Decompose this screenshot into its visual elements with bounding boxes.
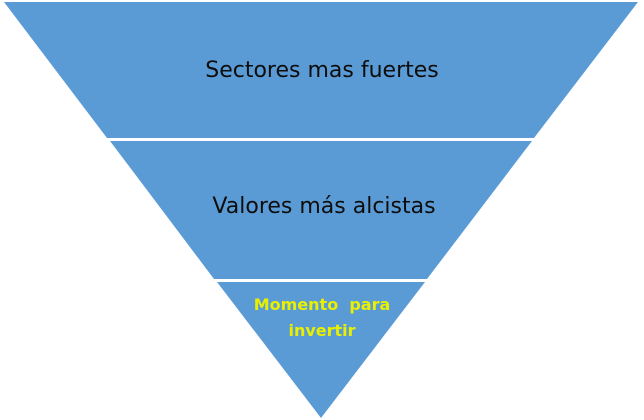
level-3-label: Momento para invertir bbox=[222, 292, 422, 344]
pyramid-level-1 bbox=[4, 2, 638, 138]
level-1-label: Sectores mas fuertes bbox=[205, 58, 439, 83]
level-2-label: Valores más alcistas bbox=[212, 194, 436, 219]
pyramid-level-3 bbox=[217, 282, 425, 418]
level-3-label-line2: invertir bbox=[288, 321, 356, 340]
level-3-label-line1: Momento para bbox=[253, 295, 391, 314]
pyramid-level-2 bbox=[110, 141, 532, 279]
